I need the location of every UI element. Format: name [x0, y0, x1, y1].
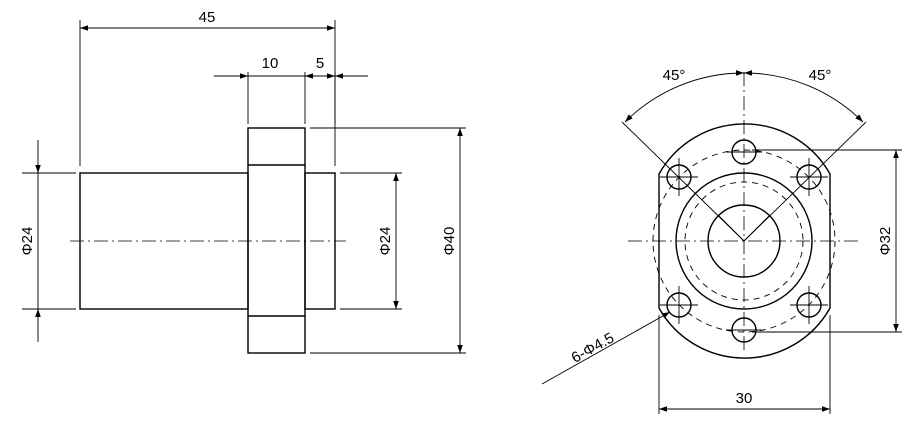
flange [247, 127, 306, 354]
dim-hole-callout: 6-Φ4.5 [569, 329, 618, 366]
dim-right-diameter: Φ24 [377, 227, 394, 256]
dim-angle-right: 45° [809, 67, 832, 84]
dim-overall-length: 45 [199, 9, 216, 26]
bolt-circle [652, 149, 836, 333]
dim-left-diameter: Φ24 [19, 227, 36, 256]
bolt-holes [660, 139, 828, 343]
side-view: 45 10 5 Φ24 Φ24 Φ40 [19, 9, 466, 354]
dim-pitch-circle: Φ32 [877, 227, 894, 256]
dim-flange-offset: 5 [316, 55, 324, 72]
dim-angle-left: 45° [663, 67, 686, 84]
dim-flange-width: 10 [262, 55, 279, 72]
dim-flange-diameter: Φ40 [441, 227, 458, 256]
front-view: 45° 45° Φ32 30 6-Φ4.5 [541, 67, 902, 414]
flange-outline [658, 123, 831, 359]
dim-flat-width: 30 [736, 390, 753, 407]
